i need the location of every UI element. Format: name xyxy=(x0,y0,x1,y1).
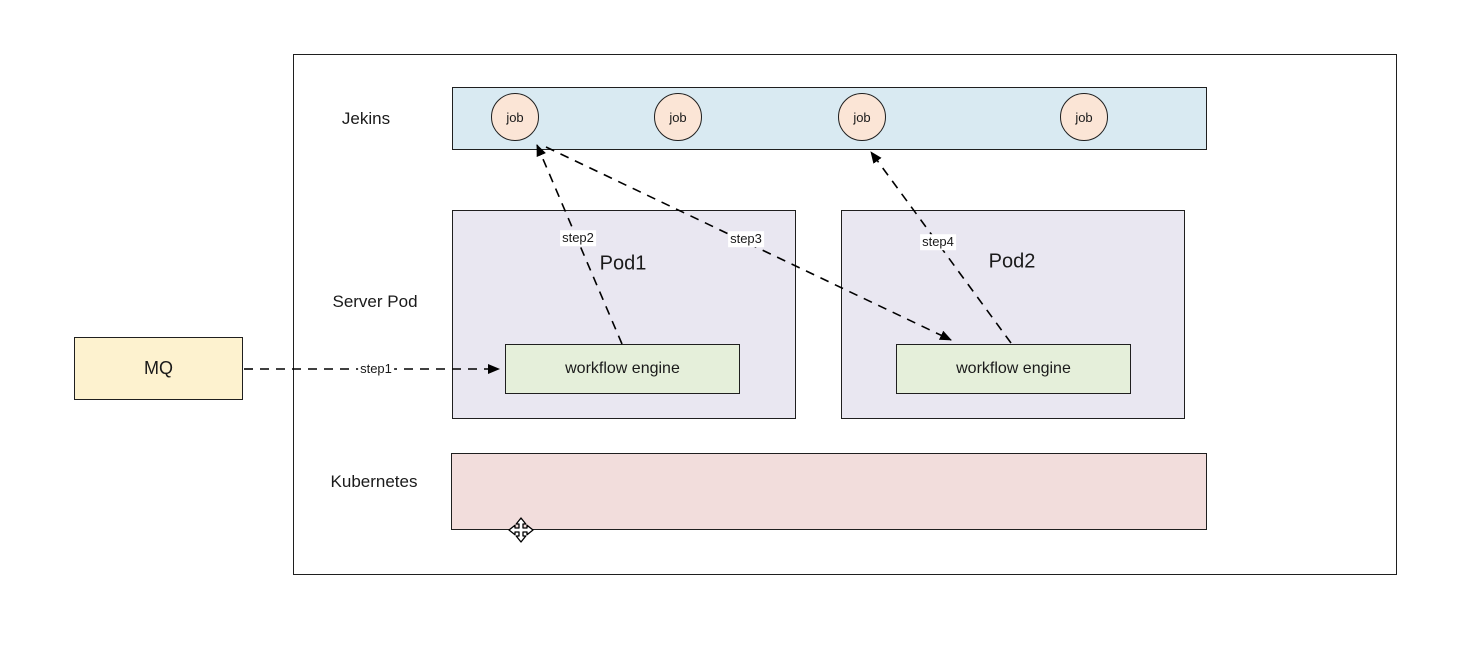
mq-box[interactable]: MQ xyxy=(74,337,243,400)
kubernetes-lane-label[interactable]: Kubernetes xyxy=(330,472,418,491)
server-pod-lane-label[interactable]: Server Pod xyxy=(332,292,418,311)
jenkins-lane-label[interactable]: Jekins xyxy=(341,109,391,128)
step2-label[interactable]: step2 xyxy=(560,230,596,246)
workflow-engine-2[interactable]: workflow engine xyxy=(896,344,1131,394)
job-node-2[interactable]: job xyxy=(654,93,702,141)
job-node-3[interactable]: job xyxy=(838,93,886,141)
step3-label[interactable]: step3 xyxy=(728,231,764,247)
connector-step2[interactable] xyxy=(536,144,623,345)
move-cursor-icon xyxy=(508,517,534,543)
step4-label[interactable]: step4 xyxy=(920,234,956,250)
job-node-4[interactable]: job xyxy=(1060,93,1108,141)
job-node-1[interactable]: job xyxy=(491,93,539,141)
workflow-engine-1[interactable]: workflow engine xyxy=(505,344,740,394)
outer-frame[interactable] xyxy=(293,54,1397,575)
pod1-title: Pod1 xyxy=(599,252,647,275)
pod2-title: Pod2 xyxy=(988,250,1036,273)
step1-label[interactable]: step1 xyxy=(358,361,394,377)
kubernetes-bar[interactable] xyxy=(451,453,1207,530)
